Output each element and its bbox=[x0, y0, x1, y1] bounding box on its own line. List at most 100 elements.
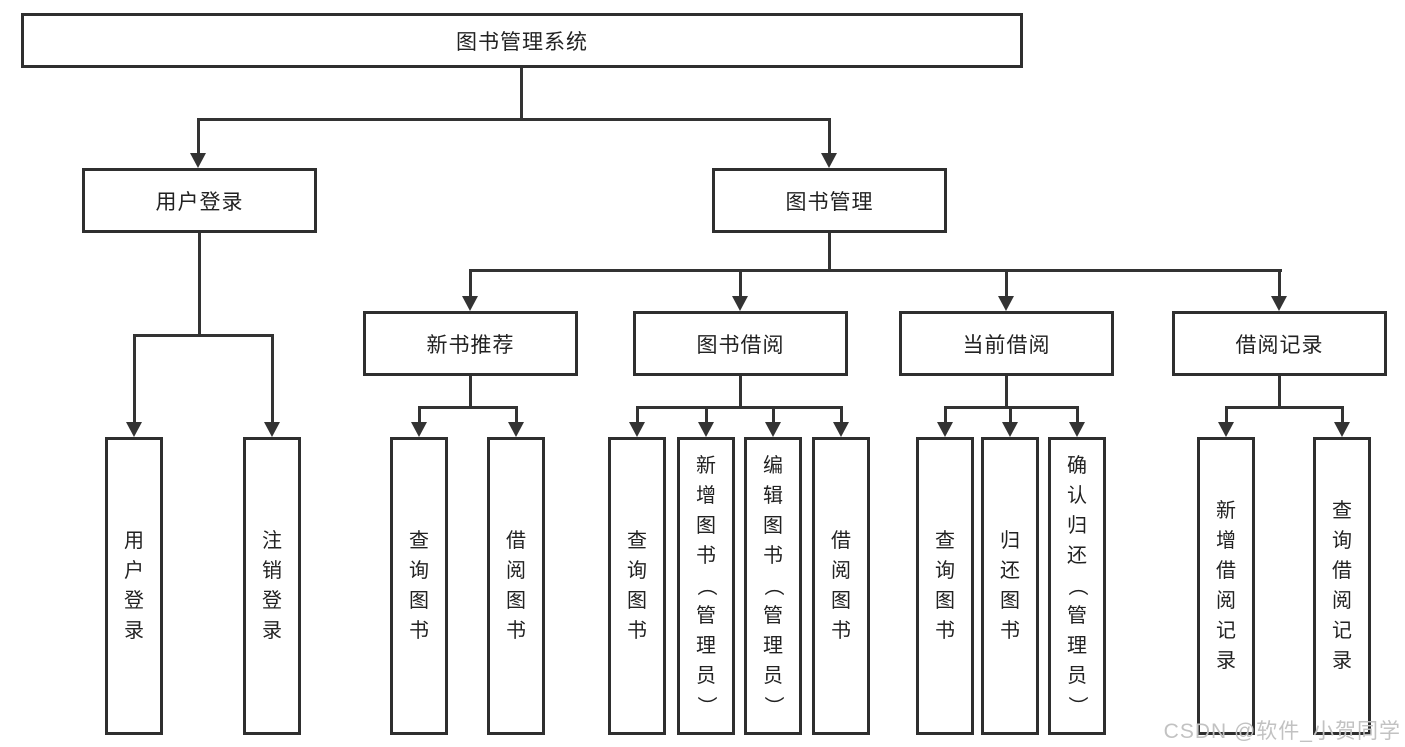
connector-root-stub bbox=[520, 68, 523, 120]
leaf-label-char: 书 bbox=[935, 620, 955, 642]
arrowhead-down-icon bbox=[508, 422, 524, 437]
leaf-label-char: ） bbox=[695, 696, 717, 716]
leaf-label-char: 阅 bbox=[506, 560, 526, 582]
leaf-label-char: 登 bbox=[262, 590, 282, 612]
leaf-user-login: 用户登录 bbox=[105, 437, 163, 735]
leaf-label-char: 管 bbox=[696, 605, 716, 627]
leaf-label-char: 图 bbox=[696, 515, 716, 537]
node-book-borrow: 图书借阅 bbox=[633, 311, 848, 376]
connector-arrow-shaft bbox=[418, 406, 421, 424]
arrowhead-down-icon bbox=[126, 422, 142, 437]
leaf-label-char: 图 bbox=[763, 515, 783, 537]
leaf-label-char: 书 bbox=[831, 620, 851, 642]
leaf-query-books-recommend: 查询图书 bbox=[390, 437, 448, 735]
leaf-label-char: 图 bbox=[409, 590, 429, 612]
connector-section-stub bbox=[739, 376, 742, 408]
leaf-add-books-admin: 新增图书（管理员） bbox=[677, 437, 735, 735]
leaf-label-char: 员 bbox=[763, 665, 783, 687]
leaf-label-char: 查 bbox=[935, 530, 955, 552]
leaf-label-char: 图 bbox=[1000, 590, 1020, 612]
leaf-label-char: 借 bbox=[1332, 560, 1352, 582]
leaf-label-char: 员 bbox=[1067, 665, 1087, 687]
connector-arrow-shaft bbox=[271, 334, 274, 424]
leaf-label-char: 书 bbox=[409, 620, 429, 642]
arrowhead-down-icon bbox=[1334, 422, 1350, 437]
leaf-label-char: 询 bbox=[627, 560, 647, 582]
arrowhead-down-icon bbox=[698, 422, 714, 437]
node-user-login: 用户登录 bbox=[82, 168, 317, 233]
connector-arrow-shaft bbox=[1009, 406, 1012, 424]
leaf-label-char: 理 bbox=[696, 635, 716, 657]
leaf-label-char: 查 bbox=[627, 530, 647, 552]
connector-arrow-shaft bbox=[840, 406, 843, 424]
leaf-edit-books-admin: 编辑图书（管理员） bbox=[744, 437, 802, 735]
leaf-label-char: 录 bbox=[124, 620, 144, 642]
connector-branch-sections bbox=[469, 269, 1282, 272]
node-borrow-records: 借阅记录 bbox=[1172, 311, 1387, 376]
leaf-label-char: 图 bbox=[935, 590, 955, 612]
node-new-book-recommend-label: 新书推荐 bbox=[426, 333, 515, 357]
leaf-label-char: 阅 bbox=[1216, 590, 1236, 612]
arrowhead-down-icon bbox=[629, 422, 645, 437]
connector-arrow-shaft bbox=[515, 406, 518, 424]
connector-user-login-stub bbox=[198, 233, 201, 336]
leaf-label-char: 借 bbox=[1216, 560, 1236, 582]
leaf-label-char: 书 bbox=[763, 545, 783, 567]
leaf-label-char: 管 bbox=[763, 605, 783, 627]
connector-arrow-shaft bbox=[133, 334, 136, 424]
leaf-return-books: 归还图书 bbox=[981, 437, 1039, 735]
leaf-label-char: 书 bbox=[506, 620, 526, 642]
leaf-query-books-current: 查询图书 bbox=[916, 437, 974, 735]
leaf-label-char: （ bbox=[1066, 576, 1088, 596]
leaf-label-char: 录 bbox=[262, 620, 282, 642]
connector-section-stub bbox=[1278, 376, 1281, 408]
connector-branch-level2 bbox=[197, 118, 831, 121]
leaf-query-borrow-record: 查询借阅记录 bbox=[1313, 437, 1371, 735]
connector-branch-user-login bbox=[133, 334, 274, 337]
leaf-label-char: 还 bbox=[1067, 545, 1087, 567]
arrowhead-down-icon bbox=[264, 422, 280, 437]
leaf-label-char: 增 bbox=[696, 485, 716, 507]
leaf-label-char: 理 bbox=[1067, 635, 1087, 657]
node-book-mgmt-label: 图书管理 bbox=[785, 190, 874, 214]
node-root-label: 图书管理系统 bbox=[456, 30, 588, 54]
connector-arrow-shaft bbox=[772, 406, 775, 424]
arrowhead-down-icon bbox=[462, 296, 478, 311]
leaf-label-char: 阅 bbox=[831, 560, 851, 582]
leaf-label-char: 还 bbox=[1000, 560, 1020, 582]
node-borrow-records-label: 借阅记录 bbox=[1235, 333, 1324, 357]
arrowhead-down-icon bbox=[1002, 422, 1018, 437]
leaf-borrow-books: 借阅图书 bbox=[812, 437, 870, 735]
leaf-label-char: 新 bbox=[1216, 500, 1236, 522]
leaf-label-char: 辑 bbox=[763, 485, 783, 507]
leaf-borrow-books-recommend: 借阅图书 bbox=[487, 437, 545, 735]
leaf-label-char: 户 bbox=[124, 560, 144, 582]
node-current-borrow: 当前借阅 bbox=[899, 311, 1114, 376]
leaf-label-char: 确 bbox=[1067, 455, 1087, 477]
arrowhead-down-icon bbox=[998, 296, 1014, 311]
leaf-label-char: 认 bbox=[1067, 485, 1087, 507]
leaf-label-char: 询 bbox=[409, 560, 429, 582]
arrowhead-down-icon bbox=[190, 153, 206, 168]
leaf-logout: 注销登录 bbox=[243, 437, 301, 735]
arrowhead-down-icon bbox=[732, 296, 748, 311]
arrowhead-down-icon bbox=[1069, 422, 1085, 437]
node-new-book-recommend: 新书推荐 bbox=[363, 311, 578, 376]
leaf-confirm-return-admin: 确认归还（管理员） bbox=[1048, 437, 1106, 735]
leaf-label-char: 归 bbox=[1067, 515, 1087, 537]
leaf-label-char: 书 bbox=[696, 545, 716, 567]
leaf-label-char: 登 bbox=[124, 590, 144, 612]
connector-arrow-shaft bbox=[1225, 406, 1228, 424]
connector-arrow-shaft bbox=[1341, 406, 1344, 424]
leaf-label-char: 编 bbox=[763, 455, 783, 477]
leaf-label-char: 阅 bbox=[1332, 590, 1352, 612]
connector-arrow-shaft bbox=[197, 118, 200, 155]
leaf-query-books-borrow: 查询图书 bbox=[608, 437, 666, 735]
arrowhead-down-icon bbox=[1218, 422, 1234, 437]
leaf-label-char: 询 bbox=[935, 560, 955, 582]
connector-arrow-shaft bbox=[739, 269, 742, 298]
node-book-mgmt: 图书管理 bbox=[712, 168, 947, 233]
leaf-label-char: 新 bbox=[696, 455, 716, 477]
arrowhead-down-icon bbox=[1271, 296, 1287, 311]
